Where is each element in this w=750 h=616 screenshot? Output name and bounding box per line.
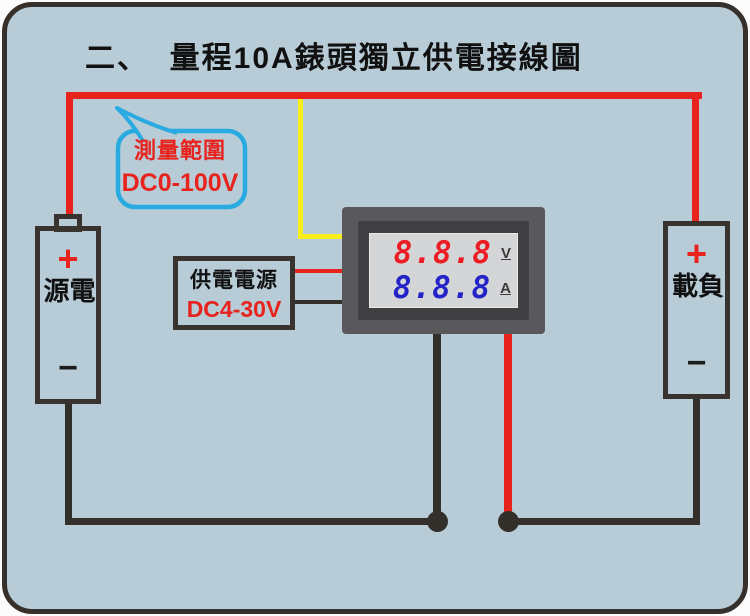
current-unit-label: A (500, 279, 511, 297)
current-row: 8.8.8 A (370, 271, 511, 306)
power-source-minus: − (58, 349, 78, 387)
power-source-plus: + (57, 238, 79, 279)
junction-dot-right (498, 511, 519, 532)
wire-top-red (66, 92, 702, 99)
callout-bubble-outline (115, 106, 248, 210)
power-source-label: 電源 (40, 277, 96, 317)
load-label: 負載 (668, 272, 725, 312)
wire-meter-current-red (504, 325, 512, 525)
meter-bezel: 8.8.8 V 8.8.8 A (358, 221, 529, 320)
supply-range: DC4-30V (186, 295, 282, 322)
supply-voltage-box: 供電電源 DC4-30V (173, 256, 295, 330)
callout-line1: 測量範圍 (133, 138, 226, 163)
wire-bottom-right-black (508, 518, 700, 525)
current-readout: 8.8.8 (392, 269, 492, 306)
meter-display: 8.8.8 V 8.8.8 A (369, 233, 518, 308)
voltage-unit-label: V (500, 244, 511, 262)
junction-dot-left (427, 511, 448, 532)
diagram-title: 二、 量程10A錶頭獨立供電接線圖 (85, 42, 583, 75)
wire-load-minus-black (693, 396, 700, 525)
wire-source-plus-red (66, 92, 73, 218)
load-plus: + (685, 233, 708, 274)
wire-voltage-sense-yellow-vertical (298, 99, 303, 239)
wire-source-minus-black (65, 400, 72, 525)
wire-meter-current-black (433, 325, 441, 525)
wire-load-plus-red (692, 92, 699, 225)
supply-label: 供電電源 (190, 268, 278, 292)
wire-supply-positive-red (291, 269, 345, 273)
wire-supply-negative-black (291, 300, 345, 304)
voltage-readout: 8.8.8 (393, 234, 492, 271)
load-minus: − (686, 344, 707, 382)
power-source-symbol: + 電源 − (35, 226, 101, 404)
voltage-row: 8.8.8 V (370, 236, 511, 271)
callout-text: 測量範圍 DC0-100V (105, 125, 255, 198)
panel-meter: 8.8.8 V 8.8.8 A (342, 207, 545, 334)
measure-range-callout: 測量範圍 DC0-100V (105, 101, 255, 215)
wire-bottom-left-black (65, 518, 438, 525)
load-symbol: + 負載 − (663, 221, 730, 399)
callout-line2: DC0-100V (121, 169, 239, 197)
wire-voltage-sense-yellow-horizontal (298, 234, 347, 239)
